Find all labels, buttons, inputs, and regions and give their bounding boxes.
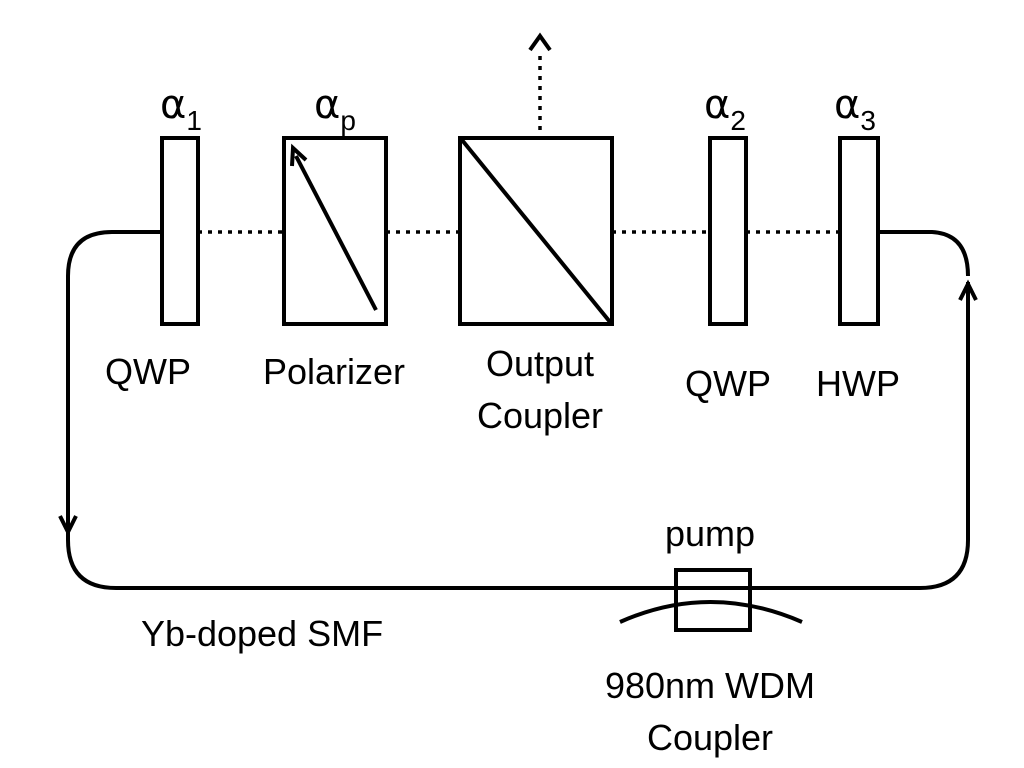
qwp1-plate [160,136,200,326]
hwp-label: HWP [816,363,900,404]
alpha2-label: α2 [704,82,746,136]
alpha3-label: α3 [834,82,876,136]
output-coupler-label-line1: Output [486,343,594,384]
qwp2-label: QWP [685,363,771,404]
polarizer-arrow [294,155,378,311]
fiber-right-segment [878,230,970,277]
wdm-coupler-box [674,568,752,632]
fiber-label: Yb-doped SMF [141,613,383,654]
qwp1-label: QWP [105,351,191,392]
output-arrowhead [528,32,552,52]
fiber-loop [66,230,970,590]
polarizer-arrowhead [290,143,308,167]
up-arrowhead [958,279,978,301]
output-coupler-splitter [460,138,612,324]
wdm-label-line1: 980nm WDM [605,665,815,706]
hwp-plate [838,136,880,326]
wdm-fiber-arc [619,600,803,624]
qwp2-plate [708,136,748,326]
polarizer-label: Polarizer [263,351,405,392]
alphap-label: αp [314,82,356,136]
wdm-label-line2: Coupler [647,717,773,758]
output-coupler-label-line2: Coupler [477,395,603,436]
pump-label: pump [665,513,755,554]
down-arrowhead [58,515,78,537]
alpha1-label: α1 [160,82,202,136]
